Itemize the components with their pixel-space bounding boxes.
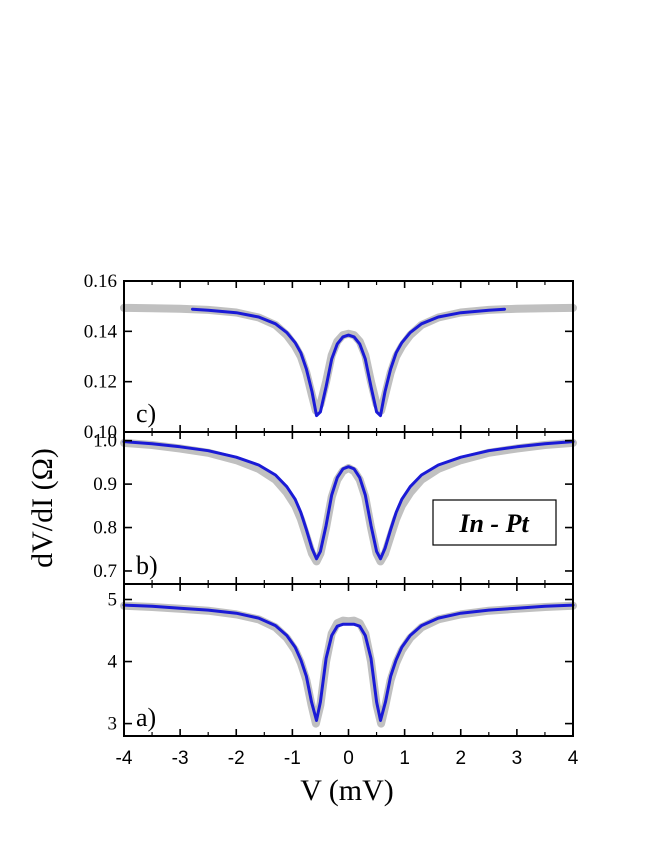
y-tick-label: 0.10 [84,422,117,443]
y-tick-label: 0.9 [93,474,117,495]
y-tick-label: 5 [108,590,118,611]
x-tick-label: -2 [228,748,245,769]
y-tick-label: 0.12 [84,372,117,393]
fit-curve [122,440,575,561]
x-tick-label: -1 [284,748,301,769]
annotation-text: In - Pt [458,509,529,538]
x-tick-label: 2 [455,748,466,769]
x-tick-label: 4 [568,748,579,769]
y-tick-label: 0.8 [93,518,117,539]
x-tick-labels: -4 -3 -2 -1 0 1 2 3 4 [116,748,579,769]
y-tick-label: 0.14 [84,321,118,342]
panel-label: b) [136,551,158,580]
panel-frame [123,280,574,433]
x-tick-label: -3 [172,748,189,769]
x-axis-title: V (mV) [300,774,394,807]
measured-curve [120,303,577,415]
y-tick-label: 0.7 [93,561,117,582]
y-tick-label: 3 [108,714,118,735]
panels-group: 0.10 0.12 0.14 0.16 c) 0.7 0.8 0.9 1.0 b) 3 4 5 a) [84,271,577,737]
x-tick-label: 3 [512,748,523,769]
y-tick-label: 1.0 [93,431,117,452]
y-tick-label: 0.16 [84,271,117,292]
annotation-box [432,499,557,546]
x-tick-label: -4 [116,748,133,769]
panel-c: 0.10 0.12 0.14 0.16 c) [84,271,577,443]
panel-label: c) [136,399,156,428]
x-tick-label: 1 [399,748,410,769]
material-annotation: In - Pt [432,499,557,546]
y-tick-label: 4 [108,652,118,673]
panel-a: 3 4 5 a) [108,583,577,737]
fit-curve [122,603,575,722]
x-tick-label: 0 [343,748,354,769]
panel-label: a) [136,703,156,732]
fit-curve [191,307,506,418]
y-axis-title: dV/dI (Ω) [26,448,59,568]
